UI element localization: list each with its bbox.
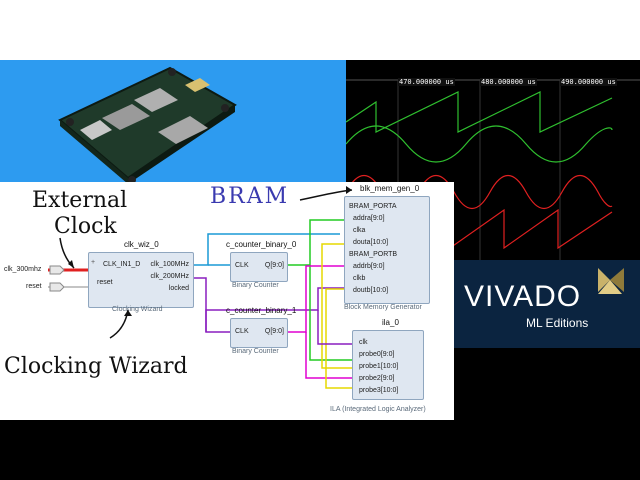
clk-wiz-reset-port: reset <box>97 279 113 286</box>
bram-block[interactable]: BRAM_PORTA addra[9:0] clka douta[10:0] B… <box>344 196 430 304</box>
bram-portb: BRAM_PORTB <box>349 251 398 258</box>
bram-doutb: doutb[10:0] <box>353 287 389 294</box>
ila-probe0: probe0[9:0] <box>359 351 395 358</box>
fpga-board-photo <box>58 66 237 184</box>
counter0-q: Q[9:0] <box>264 262 284 269</box>
ila-probe3: probe3[10:0] <box>359 387 399 394</box>
port-clk-label: clk_300mhz <box>4 266 42 273</box>
clk-wiz-out2: clk_200MHz <box>150 273 189 280</box>
ila-block[interactable]: clk probe0[9:0] probe1[10:0] probe2[9:0]… <box>352 330 424 400</box>
ila-probe1: probe1[10:0] <box>359 363 399 370</box>
expand-plus-icon[interactable]: + <box>91 259 96 266</box>
bram-clkb: clkb <box>353 275 366 282</box>
bottom-letterbox <box>0 420 640 480</box>
block-design-canvas: External Clock BRAM Clocking Wizard clk_… <box>0 182 454 420</box>
vivado-subtitle: ML Editions <box>526 316 589 330</box>
clk-wiz-out1: clk_100MHz <box>150 261 189 268</box>
bram-instance: blk_mem_gen_0 <box>360 184 420 193</box>
counter1-instance: c_counter_binary_1 <box>226 306 297 315</box>
bram-addra: addra[9:0] <box>353 215 385 222</box>
ila-probe2: probe2[9:0] <box>359 375 395 382</box>
counter1-clk: CLK <box>235 328 249 335</box>
bram-douta: douta[10:0] <box>353 239 389 246</box>
bram-addrb: addrb[9:0] <box>353 263 385 270</box>
ila-instance: ila_0 <box>382 318 399 327</box>
counter0-clk: CLK <box>235 262 249 269</box>
annotation-clocking-wizard: Clocking Wizard <box>4 354 188 379</box>
diagram-wires <box>48 186 353 389</box>
time-tick-1: 470.000000 us <box>398 78 455 86</box>
clk-wiz-instance: clk_wiz_0 <box>124 240 159 249</box>
bram-clka: clka <box>353 227 366 234</box>
clk-wiz-locked: locked <box>168 285 189 292</box>
ila-caption: ILA (Integrated Logic Analyzer) <box>330 406 426 413</box>
ila-clk: clk <box>359 339 368 346</box>
clk-wiz-block[interactable]: + CLK_IN1_D reset clk_100MHz clk_200MHz … <box>88 252 194 308</box>
counter1-caption: Binary Counter <box>232 348 279 355</box>
counter1-q: Q[9:0] <box>264 328 284 335</box>
vivado-brand: VIVADO <box>464 280 582 313</box>
counter0-block[interactable]: CLK Q[9:0] <box>230 252 288 282</box>
clk-wiz-caption: Clocking Wizard <box>112 306 163 313</box>
clk-wiz-in-port: CLK_IN1_D <box>103 261 141 268</box>
port-reset-label: reset <box>26 283 42 290</box>
time-tick-2: 480.000000 us <box>480 78 537 86</box>
vivado-mark-icon <box>598 268 624 294</box>
annotation-external: External <box>32 188 128 213</box>
counter0-instance: c_counter_binary_0 <box>226 240 297 249</box>
time-tick-3: 490.000000 us <box>560 78 617 86</box>
annotation-bram: BRAM <box>210 184 290 209</box>
bram-caption: Block Memory Generator <box>344 304 422 311</box>
vivado-logo-panel: VIVADO ML Editions <box>452 260 640 348</box>
annotation-clock: Clock <box>54 214 117 239</box>
counter1-block[interactable]: CLK Q[9:0] <box>230 318 288 348</box>
bram-porta: BRAM_PORTA <box>349 203 397 210</box>
counter0-caption: Binary Counter <box>232 282 279 289</box>
top-white-band <box>0 0 640 60</box>
